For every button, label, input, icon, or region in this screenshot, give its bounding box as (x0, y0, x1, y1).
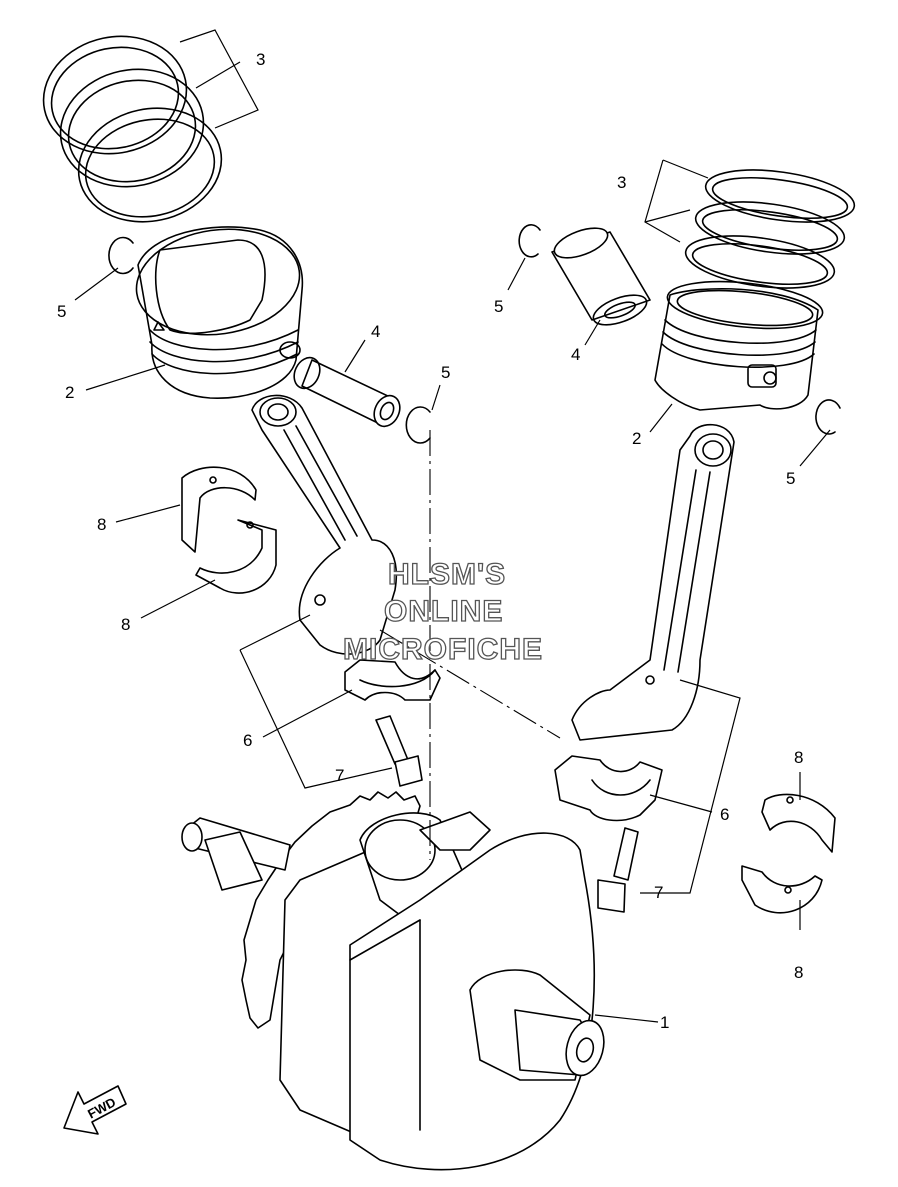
callout-5-right-upper: 5 (494, 297, 503, 316)
left-piston-rings (42, 35, 223, 223)
left-circlip-upper (108, 236, 134, 275)
callout-2-left: 2 (65, 383, 74, 402)
right-piston (654, 280, 824, 411)
right-circlip-upper (518, 224, 541, 258)
crankshaft (181, 791, 605, 1171)
right-circlip-lower (815, 399, 841, 435)
watermark: HLSM'S ONLINE MICROFICHE (342, 557, 543, 666)
watermark-line-3: MICROFICHE (343, 633, 543, 666)
callout-8-left-lower: 8 (121, 615, 130, 634)
callout-4-right: 4 (571, 345, 580, 364)
left-bearing-upper (181, 466, 257, 553)
left-rod-cap (344, 659, 441, 701)
watermark-line-1: HLSM'S (388, 558, 506, 591)
callout-7-right: 7 (654, 883, 663, 902)
right-rod-cap (554, 755, 663, 822)
left-piston-pin (293, 356, 401, 428)
callout-6-right: 6 (720, 805, 729, 824)
left-rod-bolt (375, 715, 423, 787)
callout-labels: 3 3 5 5 5 5 4 4 2 2 8 8 8 8 6 6 7 7 1 (57, 50, 803, 1032)
callout-8-right-upper: 8 (794, 748, 803, 767)
left-piston (135, 226, 304, 399)
callout-4-left: 4 (371, 322, 380, 341)
left-circlip-lower (405, 406, 431, 444)
callout-3-right: 3 (617, 173, 626, 192)
left-connecting-rod (251, 394, 397, 655)
watermark-line-2: ONLINE (384, 595, 503, 628)
callout-2-right: 2 (632, 429, 641, 448)
right-connecting-rod (571, 423, 735, 741)
callout-3-left: 3 (256, 50, 265, 69)
right-bearing-lower (741, 865, 823, 914)
callout-7-left: 7 (335, 766, 344, 785)
callout-8-right-lower: 8 (794, 963, 803, 982)
callout-5-right-lower: 5 (786, 469, 795, 488)
callout-1-crankshaft: 1 (660, 1013, 669, 1032)
fwd-arrow: FWD (63, 1085, 127, 1135)
right-bearing-upper (761, 793, 836, 853)
leader-lines (74, 29, 831, 1023)
callout-8-left-upper: 8 (97, 515, 106, 534)
right-piston-pin (551, 227, 651, 326)
callout-5-left-lower: 5 (441, 363, 450, 382)
callout-5-left-upper: 5 (57, 302, 66, 321)
callout-6-left: 6 (243, 731, 252, 750)
right-rod-bolt (597, 827, 639, 913)
left-bearing-lower (195, 519, 277, 594)
right-piston-rings (684, 169, 856, 289)
